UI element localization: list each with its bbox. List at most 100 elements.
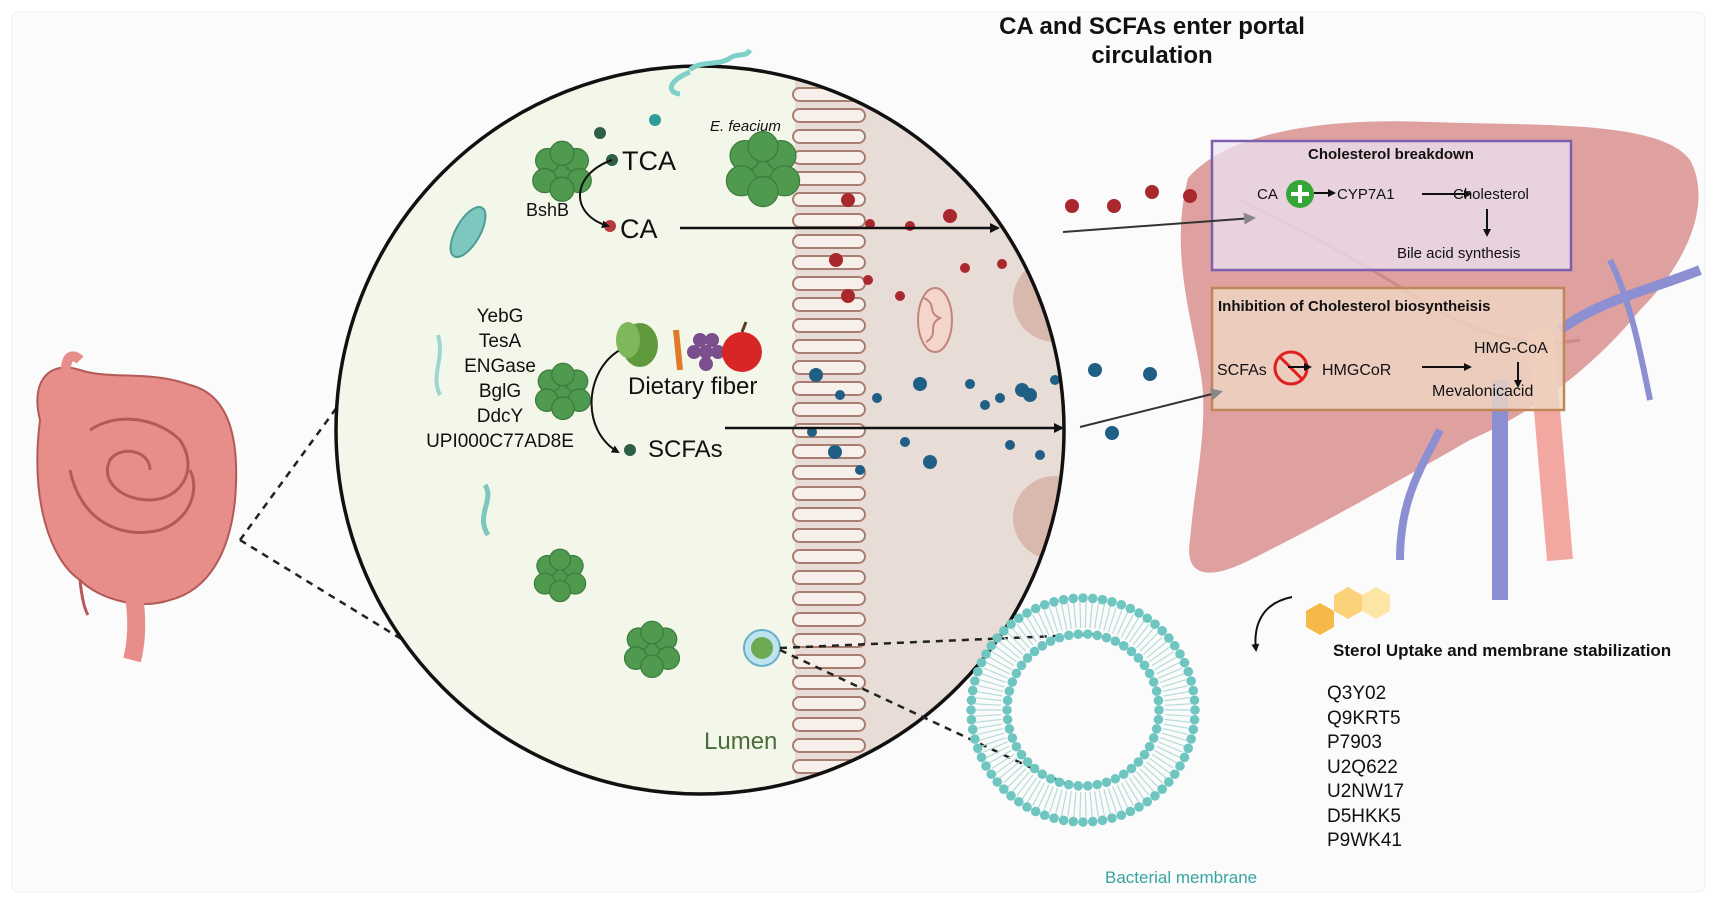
scfa-particle xyxy=(980,400,990,410)
villus xyxy=(792,423,866,438)
ca-particle xyxy=(997,259,1007,269)
gene-list: YebG TesA ENGase BglG DdcY UPI000C77AD8E xyxy=(414,304,586,454)
enzyme-label: BshB xyxy=(526,200,570,220)
inhibition-scfas: SCFAs xyxy=(1217,362,1267,379)
sterol-icon xyxy=(1306,587,1390,635)
gene-item: BglG xyxy=(478,381,522,402)
cholesterol-inhibition-box xyxy=(1210,286,1566,412)
scfa-particle xyxy=(1088,363,1102,377)
gene-item: DdcY xyxy=(476,406,524,427)
scfa-particle xyxy=(1005,440,1015,450)
figure-title: CA and SCFAs enter portal circulation xyxy=(982,12,1322,70)
bacteria-cluster xyxy=(534,362,592,421)
scfa-particle xyxy=(1105,426,1119,440)
scfa-particle xyxy=(809,368,823,382)
scfa-particle xyxy=(995,393,1005,403)
villus xyxy=(792,276,866,291)
scfa-particle xyxy=(923,455,937,469)
breakdown-title: Cholesterol breakdown xyxy=(1308,146,1474,163)
bacterial-membrane xyxy=(966,593,1200,827)
villus xyxy=(792,675,866,690)
tca-label: TCA xyxy=(622,146,676,176)
inhibition-hmgcoa: HMG-CoA xyxy=(1474,340,1548,357)
villus xyxy=(792,654,866,669)
scfa-particle xyxy=(965,379,975,389)
ca-particle xyxy=(1065,199,1079,213)
villus xyxy=(792,339,866,354)
villus xyxy=(792,633,866,648)
scfa-particle xyxy=(828,445,842,459)
gut-zoom-circle xyxy=(334,48,1066,796)
gene-item: YebG xyxy=(476,306,524,327)
protein-list: Q3Y02 Q9KRT5 P7903 U2Q622 U2NW17 D5HKK5 … xyxy=(1327,682,1404,854)
scfa-particle xyxy=(807,427,817,437)
inhibition-title: Inhibition of Cholesterol biosyntheisis xyxy=(1218,298,1491,315)
zoom-line-membrane-bottom xyxy=(779,648,1069,787)
breakdown-enzyme: CYP7A1 xyxy=(1337,186,1395,203)
ca-particle xyxy=(865,219,875,229)
villus xyxy=(792,150,866,165)
protein-item: Q9KRT5 xyxy=(1327,707,1401,729)
protein-item: D5HKK5 xyxy=(1327,805,1401,827)
villus xyxy=(792,717,866,732)
scfa-to-liver-arrow xyxy=(1079,388,1223,428)
ca-particle xyxy=(1107,199,1121,213)
villus xyxy=(792,171,866,186)
lumen-label: Lumen xyxy=(704,728,778,755)
protein-item: U2NW17 xyxy=(1327,781,1405,802)
breakdown-ca: CA xyxy=(1257,186,1278,203)
cholesterol-breakdown-box xyxy=(1210,139,1573,272)
villus xyxy=(792,360,866,375)
sterol-uptake-arrow xyxy=(1251,596,1293,652)
scfa-particle xyxy=(1035,450,1045,460)
villus xyxy=(792,486,866,501)
villus xyxy=(792,612,866,627)
gene-item: UPI000C77AD8E xyxy=(426,431,574,452)
villus xyxy=(792,549,866,564)
villus xyxy=(792,213,866,228)
title-line-1: CA and SCFAs enter portal xyxy=(999,13,1305,40)
membrane-label: Bacterial membrane xyxy=(1105,868,1258,887)
scfa-particle xyxy=(855,465,865,475)
bacteria-cluster xyxy=(533,548,587,603)
villus xyxy=(792,297,866,312)
scfa-particle xyxy=(1143,367,1157,381)
scfa-label: SCFAs xyxy=(648,436,723,463)
zoom-line-membrane-top xyxy=(779,632,1103,650)
scfa-particle xyxy=(835,390,845,400)
scfa-particle xyxy=(900,437,910,447)
scfa-particle xyxy=(1050,375,1060,385)
bacteria-cluster xyxy=(623,620,681,679)
ca-particle xyxy=(905,221,915,231)
villus xyxy=(792,381,866,396)
intestine-illustration xyxy=(36,351,238,663)
membrane-title: Sterol Uptake and membrane stabilization xyxy=(1333,641,1672,660)
gene-item: TesA xyxy=(478,331,522,352)
protein-item: P7903 xyxy=(1327,732,1382,753)
ca-particle xyxy=(943,209,957,223)
villus xyxy=(792,507,866,522)
ca-to-liver-arrow xyxy=(1062,212,1256,233)
villus xyxy=(792,465,866,480)
villus xyxy=(792,255,866,270)
scfa-particle xyxy=(872,393,882,403)
villus xyxy=(792,129,866,144)
bacterium-label: E. feacium xyxy=(710,118,781,135)
villus xyxy=(792,108,866,123)
bacteria-cluster xyxy=(532,140,592,202)
villus xyxy=(792,591,866,606)
gene-item: ENGase xyxy=(464,356,536,377)
title-line-2: circulation xyxy=(1091,42,1213,69)
protein-item: U2Q622 xyxy=(1327,756,1398,778)
villus xyxy=(792,696,866,711)
ca-particle xyxy=(1183,189,1197,203)
villus xyxy=(792,318,866,333)
dietary-fiber-icons xyxy=(616,321,762,372)
ca-particle xyxy=(895,291,905,301)
inhibition-mevalonic: Mevalonicacid xyxy=(1432,383,1534,400)
bacteria-cluster xyxy=(725,131,801,208)
protein-item: Q3Y02 xyxy=(1327,683,1387,704)
villus xyxy=(792,234,866,249)
inhibition-enzyme: HMGCoR xyxy=(1322,362,1392,379)
